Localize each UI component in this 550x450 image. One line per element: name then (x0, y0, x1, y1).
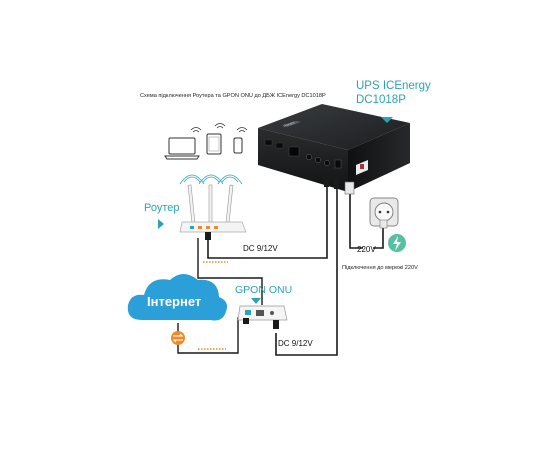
gpon-onu-device (237, 305, 288, 329)
ups-device: POWER (258, 104, 410, 195)
router-device (179, 174, 247, 240)
mains-connection-label: Підключення до мережі 220V (342, 265, 418, 271)
ups-label-mark (360, 164, 364, 169)
internet-label: Інтернет (147, 294, 202, 309)
cable-internet-to-onu (177, 317, 245, 354)
onu-dc-plug (273, 320, 279, 329)
gpon-onu-label: GPON ONU (235, 284, 293, 296)
cable-router-to-onu (197, 238, 263, 305)
internet-badge-icon (171, 331, 185, 345)
cable-ups-to-router (207, 184, 328, 259)
wall-socket-icon (369, 197, 399, 229)
cable-ups-to-onu (275, 186, 338, 356)
diagram-caption: Схема підключення Роутера та GPON ONU до… (140, 93, 326, 99)
usb-port (264, 139, 273, 146)
laptop-icon (164, 137, 200, 160)
cable-ups-to-mains (349, 194, 384, 249)
lightning-icon (388, 234, 406, 252)
usb-port (275, 142, 284, 149)
mains-voltage-label: 220V (357, 245, 376, 254)
ups-pointer-icon (381, 117, 393, 123)
internet-cloud-icon (127, 274, 228, 321)
dc-port (324, 160, 330, 166)
ups-panel-label: POWER (283, 120, 296, 128)
gpon-pointer-icon (251, 298, 261, 304)
router-pointer-icon (158, 219, 164, 229)
router-label: Роутер (144, 202, 180, 214)
ups-title: UPS ICEnergy DC1018P (356, 79, 431, 107)
onu-fiber-plug (243, 318, 249, 324)
tablet-icon (206, 133, 222, 155)
ups-title-line1: UPS ICEnergy (356, 80, 431, 92)
phone-icon (233, 137, 243, 154)
dc-port (315, 157, 321, 163)
dc-plug (324, 176, 329, 187)
dc-voltage-label-router: DC 9/12V (243, 244, 278, 253)
dc-port (306, 154, 312, 160)
ups-title-line2: DC1018P (356, 94, 406, 106)
power-switch (334, 159, 342, 169)
dc-voltage-label-onu: DC 9/12V (278, 339, 313, 348)
ac-plug (344, 181, 355, 195)
router-dc-plug (205, 232, 211, 240)
ethernet-port (288, 146, 300, 157)
dc-plug (334, 178, 339, 189)
wifi-icon (190, 123, 248, 133)
